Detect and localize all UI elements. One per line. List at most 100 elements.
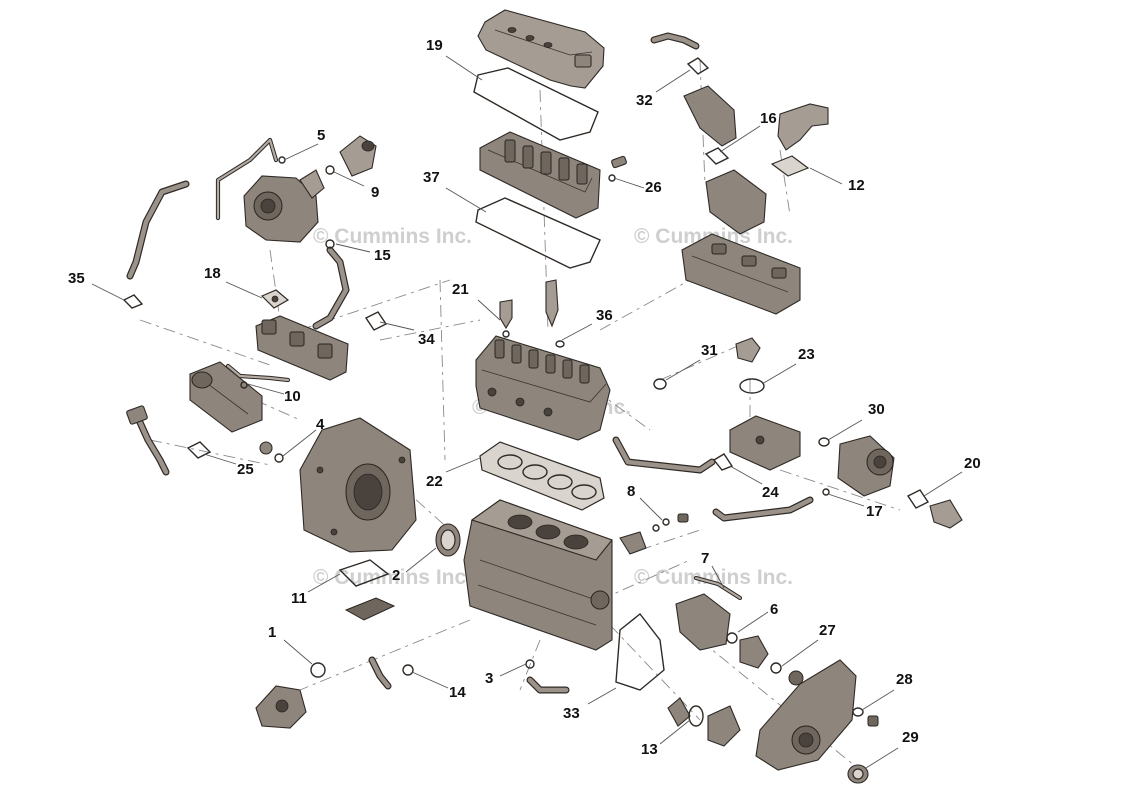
callout-24: 24: [762, 484, 779, 501]
bypass-tube: [712, 488, 830, 522]
callout-36: 36: [596, 307, 613, 324]
callout-12: 12: [848, 177, 865, 194]
thermostat-seal: [653, 378, 667, 390]
callout-6: 6: [770, 601, 778, 618]
callout-35: 35: [68, 270, 85, 287]
callout-27: 27: [819, 622, 836, 639]
dipstick-tube: [526, 676, 570, 694]
callout-29: 29: [902, 729, 919, 746]
fuel-injector: [545, 279, 565, 348]
glow-plug: [499, 299, 513, 338]
callout-1: 1: [268, 624, 276, 641]
callout-25: 25: [237, 461, 254, 478]
cover-plate: [344, 597, 396, 621]
fitting: [608, 155, 627, 182]
callout-26: 26: [645, 179, 662, 196]
front-gear-cover: [755, 659, 857, 771]
callout-labels: 1 2 3 4 5 6 7 8 9 10 11 12 13 14 15 16 1…: [68, 37, 981, 758]
oil-filter-head: [255, 685, 307, 729]
plug: [259, 441, 284, 463]
pump-drive-gear: [739, 635, 804, 686]
intake-gasket: [686, 57, 710, 75]
oil-tube-gasket: [402, 664, 414, 676]
exhaust-manifold: [255, 315, 349, 381]
turbo-oil-supply-line: [215, 137, 279, 221]
callout-11: 11: [291, 590, 307, 607]
callout-28: 28: [896, 671, 913, 688]
rocker-housing-gasket: [475, 197, 601, 269]
callout-18: 18: [204, 265, 221, 282]
callout-9: 9: [371, 184, 379, 201]
callout-32: 32: [636, 92, 653, 109]
oil-suction-tube: [368, 656, 392, 690]
cover-seal: [688, 705, 704, 727]
egr-tube: [126, 405, 170, 476]
intake-connection: [683, 85, 737, 147]
callout-20: 20: [964, 455, 981, 472]
valve-cover-gasket: [473, 67, 599, 141]
oil-pump: [707, 705, 741, 747]
flywheel-housing: [299, 417, 417, 553]
flywheel-housing-gasket: [338, 559, 390, 587]
coolant-tube: [612, 436, 734, 474]
watermark: © Cummins Inc.: [313, 225, 472, 248]
valve-cover: [477, 9, 605, 89]
air-inlet-elbow: [777, 103, 829, 151]
intake-connection-gasket: [704, 147, 730, 165]
egr-cooler: [189, 361, 263, 433]
callout-16: 16: [760, 110, 777, 127]
callout-5: 5: [317, 127, 325, 144]
seal-ring: [310, 662, 326, 678]
thermostat: [735, 337, 765, 394]
gear-housing-gasket: [615, 613, 665, 691]
front-cover-seal: [852, 707, 879, 727]
callout-34: 34: [418, 331, 435, 348]
egr-tube-gasket: [186, 441, 212, 459]
callout-31: 31: [701, 342, 718, 359]
callout-8: 8: [627, 483, 635, 500]
fuel-line: [693, 575, 743, 601]
intake-tube: [650, 32, 700, 50]
callout-7: 7: [701, 550, 709, 567]
callout-23: 23: [798, 346, 815, 363]
turbocharger: [243, 169, 325, 243]
elbow-gasket: [770, 155, 810, 177]
callout-30: 30: [868, 401, 885, 418]
thermostat-housing: [729, 415, 801, 471]
engine-block: [463, 499, 613, 651]
callout-17: 17: [866, 503, 883, 520]
fitting: [619, 513, 689, 555]
cover-plate: [667, 697, 691, 727]
callout-15: 15: [374, 247, 391, 264]
fuel-pump: [675, 593, 738, 651]
inlet-seal: [278, 156, 335, 175]
water-pump: [837, 435, 895, 497]
callout-2: 2: [392, 567, 400, 584]
callout-21: 21: [452, 281, 469, 298]
thermostat-housing-seal: [818, 437, 830, 447]
turbo-oil-drain: [312, 239, 350, 330]
callout-22: 22: [426, 473, 443, 490]
callout-33: 33: [563, 705, 580, 722]
head-gasket: [479, 441, 605, 511]
water-outlet: [929, 499, 963, 529]
intake-heater-housing: [705, 169, 767, 235]
intake-manifold: [681, 233, 801, 315]
callout-19: 19: [426, 37, 443, 54]
rocker-housing: [479, 131, 601, 219]
callout-14: 14: [449, 684, 466, 701]
egr-pipe: [126, 180, 190, 280]
callout-10: 10: [284, 388, 301, 405]
callout-13: 13: [641, 741, 658, 758]
egr-line: [225, 363, 291, 389]
water-outlet-gasket: [906, 489, 930, 509]
callout-4: 4: [316, 416, 325, 433]
air-inlet-elbow: [339, 135, 377, 177]
oil-drain-gasket: [364, 311, 388, 331]
front-crankshaft-seal: [847, 764, 869, 784]
exhaust-manifold-gasket: [260, 289, 290, 309]
egr-pipe-gasket: [122, 294, 144, 309]
rear-crankshaft-seal: [435, 523, 461, 557]
callout-3: 3: [485, 670, 493, 687]
